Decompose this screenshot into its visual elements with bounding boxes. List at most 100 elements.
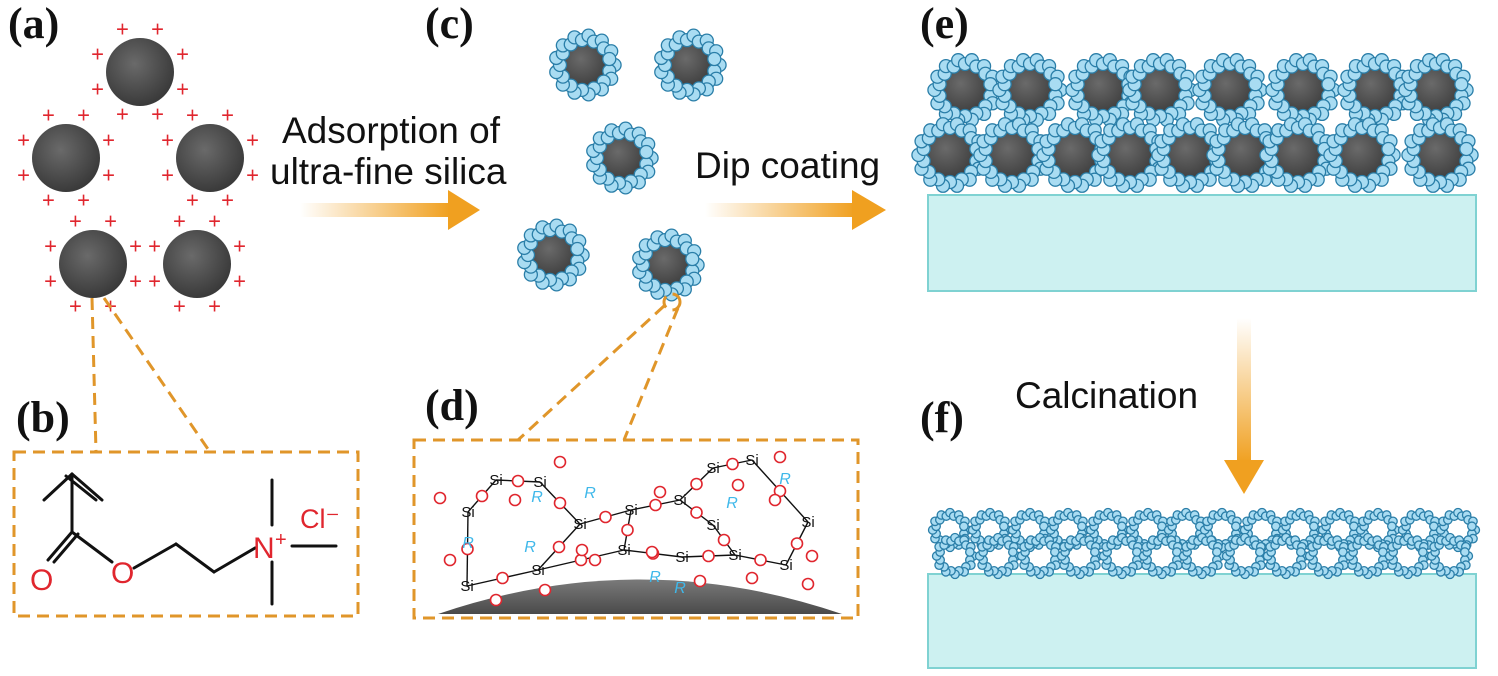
particle-core bbox=[1412, 127, 1468, 183]
step-label-dip-coating: Dip coating bbox=[695, 145, 880, 186]
silica-bead bbox=[1007, 547, 1018, 557]
silica-coated-particles-group bbox=[517, 28, 727, 302]
positive-charge: + bbox=[44, 233, 57, 258]
bridging-oxygen bbox=[690, 477, 703, 491]
dangling-oxygen bbox=[443, 553, 457, 567]
silicon-atom: Si bbox=[779, 557, 792, 574]
bridging-oxygen bbox=[754, 553, 767, 567]
positive-charge: + bbox=[69, 209, 82, 234]
bridging-oxygen bbox=[702, 549, 715, 563]
hollow-silica-shell bbox=[1304, 532, 1352, 580]
r-group: R bbox=[726, 495, 738, 512]
silica-bead bbox=[639, 144, 654, 160]
silica-bead bbox=[570, 241, 585, 257]
positive-charge: + bbox=[91, 41, 104, 66]
hollow-silica-shell bbox=[1056, 532, 1104, 580]
particle-core bbox=[1003, 63, 1057, 117]
coated-particle bbox=[632, 228, 705, 302]
hollow-silica-shell bbox=[1262, 532, 1310, 580]
dangling-oxygen bbox=[553, 455, 567, 469]
positive-charge: + bbox=[151, 101, 164, 126]
dangling-oxygen bbox=[773, 450, 787, 464]
silicon-atom: Si bbox=[706, 460, 719, 477]
silicon-atom: Si bbox=[461, 504, 474, 521]
particle-core bbox=[984, 127, 1040, 183]
positive-charge: + bbox=[221, 103, 234, 128]
positive-charge: + bbox=[69, 293, 82, 318]
positive-charge: + bbox=[104, 209, 117, 234]
positive-charge: + bbox=[42, 187, 55, 212]
coated-particle bbox=[927, 53, 1003, 127]
step-label-adsorption-1: Adsorption of bbox=[282, 110, 501, 151]
coated-particle bbox=[549, 28, 622, 102]
silicon-atom: Si bbox=[624, 502, 637, 519]
hollow-silica-shell bbox=[1344, 532, 1392, 580]
chloride-ion: Cl⁻ bbox=[300, 504, 340, 534]
silica-bead bbox=[602, 51, 617, 67]
coated-particle bbox=[1401, 117, 1479, 193]
dangling-oxygen bbox=[433, 491, 447, 505]
particle-core bbox=[1203, 63, 1257, 117]
hollow-silica-shell bbox=[974, 532, 1022, 580]
silica-bead bbox=[964, 547, 975, 557]
silica-bead bbox=[707, 51, 722, 67]
positive-charge: + bbox=[176, 41, 189, 66]
panel-label-b: (b) bbox=[16, 393, 70, 442]
arrow-1-shaft bbox=[300, 203, 450, 217]
bridging-oxygen bbox=[621, 523, 634, 537]
coated-particle bbox=[654, 28, 727, 102]
bridging-oxygen bbox=[553, 496, 567, 510]
positive-charge: + bbox=[161, 127, 174, 152]
charged-particle bbox=[32, 124, 100, 192]
dangling-oxygen bbox=[768, 493, 782, 507]
panel-label-e: (e) bbox=[920, 0, 969, 48]
silica-bead bbox=[685, 251, 700, 267]
silicon-atom: Si bbox=[531, 562, 544, 579]
silica-bead bbox=[1231, 521, 1241, 532]
silicon-atom: Si bbox=[533, 474, 546, 491]
silica-bead bbox=[1178, 77, 1193, 92]
arrow-2-head bbox=[852, 190, 886, 230]
positive-charge: + bbox=[116, 17, 129, 42]
particle-core bbox=[1334, 127, 1390, 183]
coated-particle bbox=[586, 121, 659, 195]
silica-bead bbox=[1309, 521, 1319, 532]
r-group: R bbox=[584, 485, 596, 502]
silica-bead bbox=[1077, 521, 1087, 532]
silicon-atom: Si bbox=[745, 452, 758, 469]
positive-charge: + bbox=[221, 187, 234, 212]
bridging-oxygen bbox=[717, 533, 731, 547]
silica-bead bbox=[1254, 547, 1265, 557]
bridging-oxygen bbox=[790, 537, 804, 550]
coated-particle bbox=[992, 53, 1068, 127]
silica-bead bbox=[959, 521, 969, 532]
bridging-oxygen bbox=[552, 540, 566, 554]
particle-core bbox=[1102, 127, 1158, 183]
particle-core bbox=[1076, 63, 1130, 117]
positive-charge: + bbox=[116, 101, 129, 126]
hollow-silica-shell bbox=[1384, 532, 1432, 580]
silica-bead bbox=[1459, 547, 1470, 557]
dangling-oxygen bbox=[731, 478, 745, 492]
particle-core bbox=[1276, 63, 1330, 117]
positive-charge: + bbox=[186, 103, 199, 128]
particle-core bbox=[1133, 63, 1187, 117]
bridging-oxygen bbox=[726, 457, 739, 471]
silica-bead bbox=[1321, 77, 1336, 92]
coated-particle bbox=[1323, 117, 1401, 193]
charged-particle bbox=[59, 230, 127, 298]
arrow-3-shaft bbox=[1237, 318, 1251, 463]
r-group: R bbox=[524, 539, 536, 556]
silica-bead bbox=[1459, 141, 1474, 157]
bridging-oxygen bbox=[649, 498, 662, 512]
positive-charge: + bbox=[42, 103, 55, 128]
silica-bead bbox=[1381, 141, 1396, 157]
silica-bead bbox=[1387, 521, 1397, 532]
positive-charge: + bbox=[176, 77, 189, 102]
silica-bead bbox=[1248, 77, 1263, 92]
positive-charge: + bbox=[77, 187, 90, 212]
bridging-oxygen bbox=[475, 489, 489, 503]
panel-label-f: (f) bbox=[920, 393, 964, 442]
silicon-atom: Si bbox=[675, 549, 688, 566]
